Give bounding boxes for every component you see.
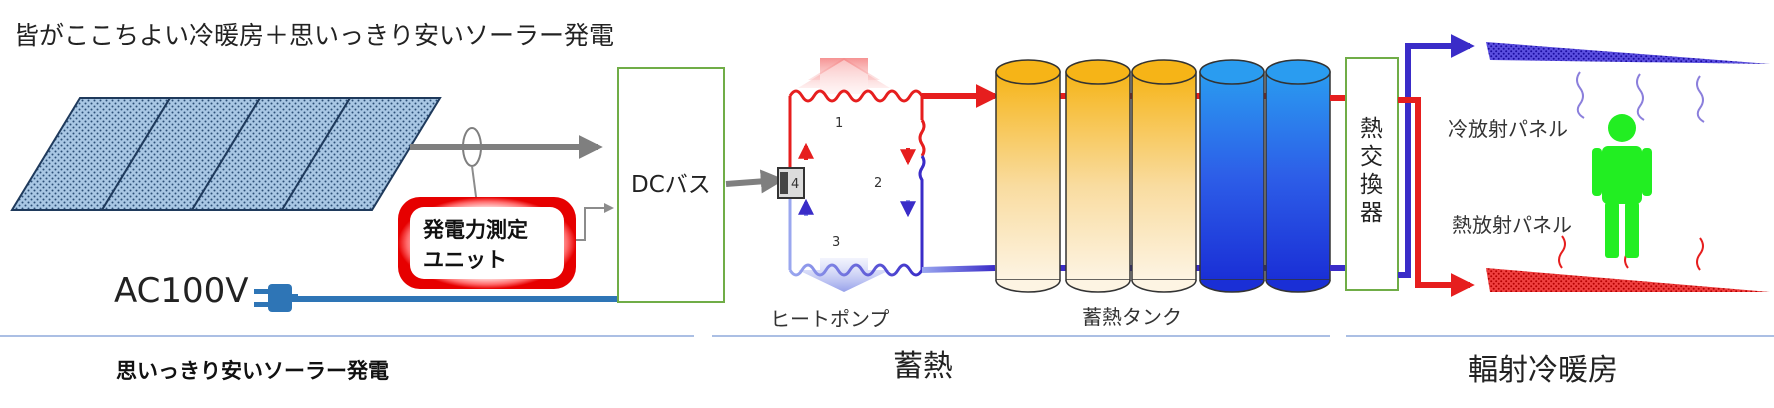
cycle-number-4: 4 bbox=[791, 177, 799, 192]
cycle-number-2: 2 bbox=[874, 176, 882, 191]
measurement-unit-label-line1: 発電力測定 bbox=[422, 218, 528, 242]
cycle-number-1: 1 bbox=[835, 116, 843, 131]
compressor-icon: 4 bbox=[777, 167, 805, 199]
tank-cold-1 bbox=[1199, 59, 1265, 293]
storage-tanks bbox=[995, 59, 1331, 293]
heat-exchanger-box bbox=[1345, 57, 1399, 291]
plug-icon bbox=[254, 284, 298, 312]
heating-panel-label: 熱放射パネル bbox=[1452, 213, 1572, 237]
heat-exchanger-char-2: 交 bbox=[1360, 144, 1383, 170]
cold-radiation-waves bbox=[1576, 71, 1705, 123]
dc-bus-label: DCバス bbox=[631, 172, 711, 198]
tank-cold-2 bbox=[1265, 59, 1331, 293]
heat-pump: 1 2 3 4 bbox=[777, 58, 926, 292]
dc-bus-box bbox=[617, 67, 725, 303]
cycle-number-3: 3 bbox=[832, 235, 840, 250]
storage-tank-label: 蓄熱タンク bbox=[1082, 305, 1182, 329]
person-icon bbox=[1592, 114, 1652, 258]
diagram-title: 皆がここちよい冷暖房＋思いっきり安いソーラー発電 bbox=[14, 21, 614, 50]
tank-hot-1 bbox=[995, 59, 1061, 293]
heat-exchanger-char-3: 換 bbox=[1360, 172, 1383, 198]
heat-exchanger-char-4: 器 bbox=[1360, 200, 1383, 226]
cold-return-pipe bbox=[921, 265, 996, 273]
ac100v-label: AC100V bbox=[114, 271, 249, 311]
unit-to-bus-arrow bbox=[576, 203, 614, 241]
hot-supply-to-panel bbox=[1398, 97, 1475, 297]
measurement-unit: 発電力測定 ユニット bbox=[398, 197, 576, 289]
cooling-radiant-panel bbox=[1486, 42, 1770, 64]
cold-supply-to-panel bbox=[1398, 34, 1475, 278]
tank-hot-3 bbox=[1131, 59, 1197, 293]
cooling-panel-label: 冷放射パネル bbox=[1448, 117, 1568, 141]
heat-pump-label: ヒートポンプ bbox=[770, 307, 889, 331]
measurement-unit-label-line2: ユニット bbox=[423, 248, 507, 272]
heat-exchanger-char-1: 熱 bbox=[1360, 116, 1383, 142]
heating-radiant-panel bbox=[1486, 268, 1770, 292]
section-label-solar: 思いっきり安いソーラー発電 bbox=[116, 359, 389, 383]
section-label-radiant: 輻射冷暖房 bbox=[1468, 353, 1618, 388]
tank-hot-2 bbox=[1065, 59, 1131, 293]
solar-panel-icon bbox=[10, 97, 442, 211]
bus-to-pump-arrow bbox=[725, 169, 785, 194]
section-label-storage: 蓄熱 bbox=[893, 349, 953, 384]
